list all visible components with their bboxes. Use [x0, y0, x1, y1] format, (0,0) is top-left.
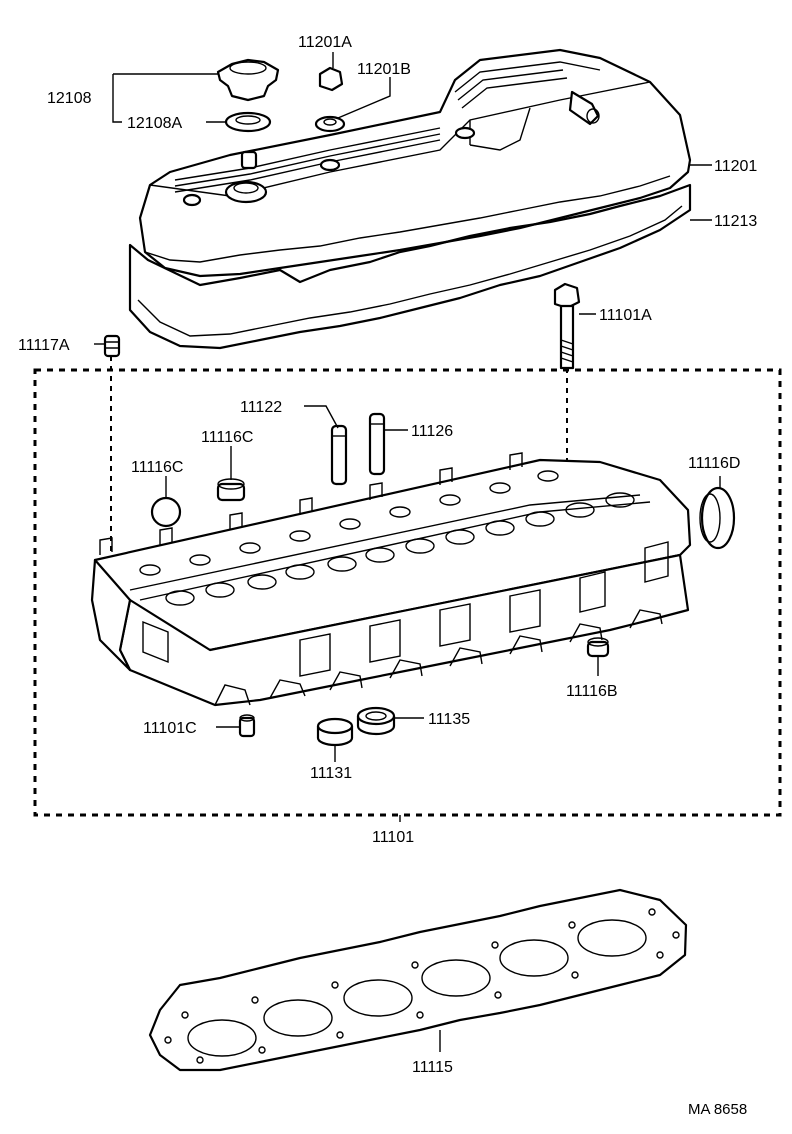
label-11201B: 11201B	[357, 61, 411, 78]
cover-seal-washer	[314, 115, 346, 133]
diagram-code: MA 8658	[688, 1101, 747, 1118]
plug-11116B	[586, 637, 610, 658]
label-12108: 12108	[47, 90, 92, 107]
oil-filler-cap	[216, 58, 280, 102]
leader-lines	[94, 52, 721, 1052]
label-11116D: 11116D	[688, 455, 740, 472]
label-11101A: 11101A	[599, 307, 652, 324]
plug-11116C-small	[216, 478, 246, 502]
valve-guide-11126	[368, 412, 386, 476]
seal-ring-11135	[356, 706, 396, 736]
label-11101C: 11101C	[143, 720, 197, 737]
label-12108A: 12108A	[127, 115, 182, 132]
dowel-pin	[238, 714, 256, 738]
plug-11116D	[699, 486, 736, 550]
label-11101: 11101	[372, 829, 414, 846]
label-11115: 11115	[412, 1059, 453, 1076]
label-11122: 11122	[240, 399, 282, 416]
label-11116C-left: 11116C	[131, 459, 183, 476]
oil-cap-gasket	[224, 111, 272, 133]
label-11213: 11213	[714, 213, 757, 230]
cylinder-head-assembly-boundary	[33, 368, 782, 817]
side-ports	[299, 541, 669, 677]
cylinder-head-gasket	[148, 888, 688, 1072]
cylinder-head	[90, 452, 692, 707]
valve-pockets	[139, 470, 635, 606]
label-11126: 11126	[411, 423, 453, 440]
seal-ring-11131	[316, 717, 354, 747]
cylinder-head-cover	[138, 48, 692, 278]
label-11135: 11135	[428, 711, 470, 728]
label-11201A: 11201A	[298, 34, 352, 51]
plug-11116C-large	[150, 496, 182, 528]
label-11116C-top: 11116C	[201, 429, 253, 446]
cover-nut	[318, 66, 344, 92]
part-labels: 11201A 11201B 12108 12108A 11201 11213 1…	[18, 34, 757, 1118]
label-11117A: 11117A	[18, 337, 70, 354]
gasket-holes	[164, 908, 680, 1064]
valve-guide-11122	[330, 424, 348, 486]
label-11131: 11131	[310, 765, 352, 782]
plug-11117A	[103, 334, 121, 358]
head-bolt	[553, 282, 581, 370]
label-11201: 11201	[714, 158, 757, 175]
cover-gasket	[128, 183, 692, 350]
label-11116B: 11116B	[566, 683, 618, 700]
